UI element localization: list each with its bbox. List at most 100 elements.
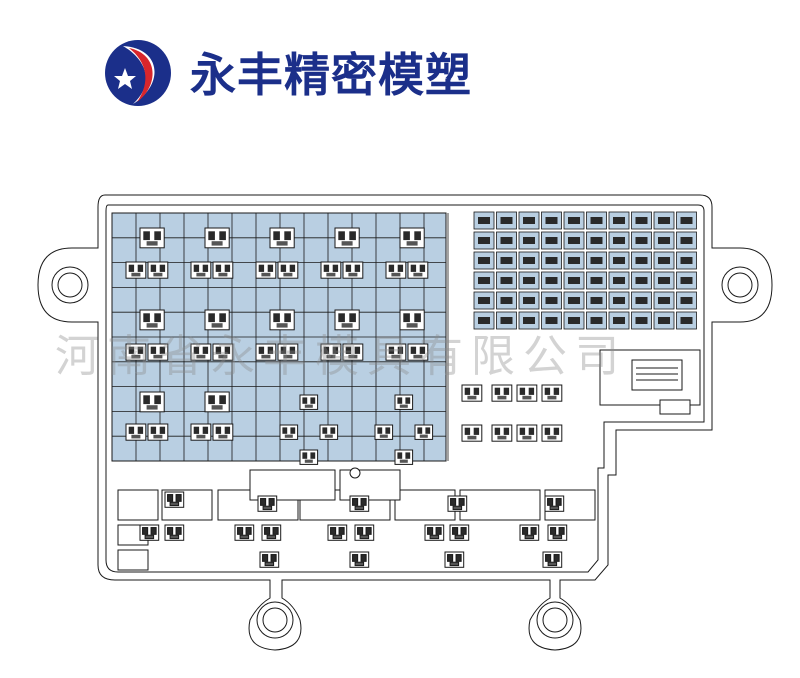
relay-socket [424,524,445,541]
header: 永丰精密模塑 [0,0,800,140]
connector-block [599,349,701,415]
relay-socket [279,424,299,440]
mini-fuse-slot [496,251,517,270]
relay-socket [255,261,277,279]
relay-socket [407,343,429,361]
relay-socket [139,227,165,249]
mini-fuse-slot [518,211,540,230]
mini-fuse-slot [631,231,652,250]
mini-fuse-slot [541,231,562,250]
relay-socket [516,424,538,442]
relay-socket [449,524,470,541]
mini-fuse-slot [653,211,675,230]
relay-socket [299,394,319,410]
relay-socket [212,261,234,279]
relay-socket [342,343,364,361]
relay-socket [447,495,468,512]
relay-socket [461,424,483,442]
relay-socket [354,524,375,541]
relay-socket [342,261,364,279]
relay-socket [234,524,255,541]
brand-name: 永丰精密模塑 [190,48,472,102]
relay-socket [190,261,212,279]
mini-fuse-slot [608,311,630,330]
mini-fuse-slot [541,211,562,230]
mini-fuse-slot [653,311,675,330]
relay-socket [259,551,280,568]
mini-fuse-slot [631,291,652,310]
mini-fuse-slot [586,311,607,330]
mini-fuse-slot [496,291,517,310]
mini-fuse-slot [676,291,697,310]
mini-fuse-slot [586,251,607,270]
relay-socket [277,343,299,361]
mini-fuse-slot [563,271,585,290]
mini-fuse-slot [518,291,540,310]
relay-socket [299,449,319,465]
relay-socket [190,423,212,441]
brand-logo-icon [105,40,171,106]
mini-fuse-slot [541,291,562,310]
mini-fuse-slot [653,291,675,310]
relay-socket [374,424,394,440]
mini-fuse-slot [653,231,675,250]
mini-fuse-slot [563,311,585,330]
mini-fuse-slot [518,271,540,290]
mini-fuse-slot [473,211,495,230]
mini-fuse-slot [473,231,495,250]
mini-fuse-slot [518,231,540,250]
relay-socket [334,309,360,331]
mini-fuse-slot [586,211,607,230]
housing-outline [37,194,773,651]
right-fuse-grid [473,211,697,330]
mini-fuse-slot [608,251,630,270]
mini-fuse-slot [518,311,540,330]
mount-hole-left [51,266,89,304]
relay-socket [269,309,295,331]
relay-socket [139,309,165,331]
relay-socket [257,495,278,512]
relay-socket [277,261,299,279]
mini-fuse-slot [496,231,517,250]
mini-fuse-slot [631,251,652,270]
relay-socket [399,227,425,249]
relay-socket [542,551,563,568]
relay-socket [399,309,425,331]
mini-fuse-slot [676,271,697,290]
mini-fuse-slot [563,231,585,250]
relay-socket [320,343,342,361]
mini-fuse-slot [563,211,585,230]
relay-socket [541,424,563,442]
relay-socket [147,261,169,279]
lower-compartments [117,467,596,571]
mini-fuse-slot [653,271,675,290]
mini-fuse-slot [541,311,562,330]
relay-socket [269,227,295,249]
mini-fuse-slot [473,251,495,270]
relay-socket [541,384,563,402]
mini-fuse-slot [608,231,630,250]
mini-fuse-slot [496,271,517,290]
relay-socket [204,309,230,331]
mini-fuse-slot [631,311,652,330]
relay-socket [385,343,407,361]
mount-hole-bottom-left [256,601,294,639]
mini-fuse-slot [676,231,697,250]
mini-fuse-slot [653,251,675,270]
relay-socket [125,343,147,361]
mid-relay-cluster [279,384,563,465]
relay-socket [261,524,282,541]
relay-socket [385,261,407,279]
mount-hole-bottom-right [536,601,574,639]
mini-fuse-slot [676,211,697,230]
relay-socket [327,524,348,541]
relay-socket [139,524,160,541]
relay-socket [147,423,169,441]
fuse-box-diagram [37,194,773,651]
mini-fuse-slot [608,271,630,290]
relay-socket [125,423,147,441]
relay-socket [461,384,483,402]
relay-socket [334,227,360,249]
relay-socket [125,261,147,279]
mini-fuse-slot [563,291,585,310]
